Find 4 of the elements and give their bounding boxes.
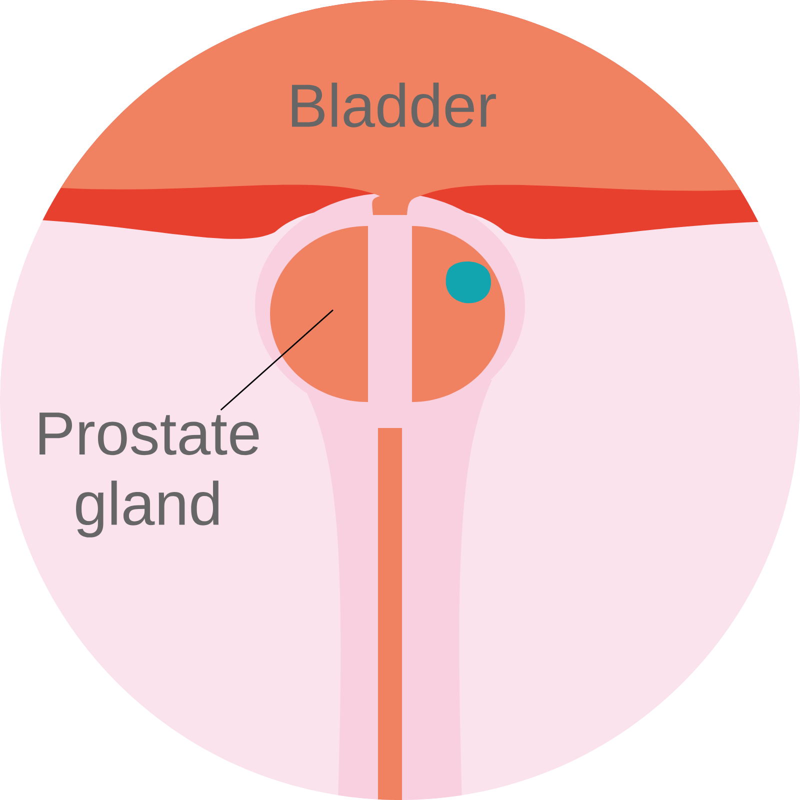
leader-line (220, 309, 334, 411)
label-text: Prostate gland (40, 412, 259, 538)
prostate-lobe (270, 226, 368, 402)
bladder-region: Bladder (0, 0, 800, 215)
